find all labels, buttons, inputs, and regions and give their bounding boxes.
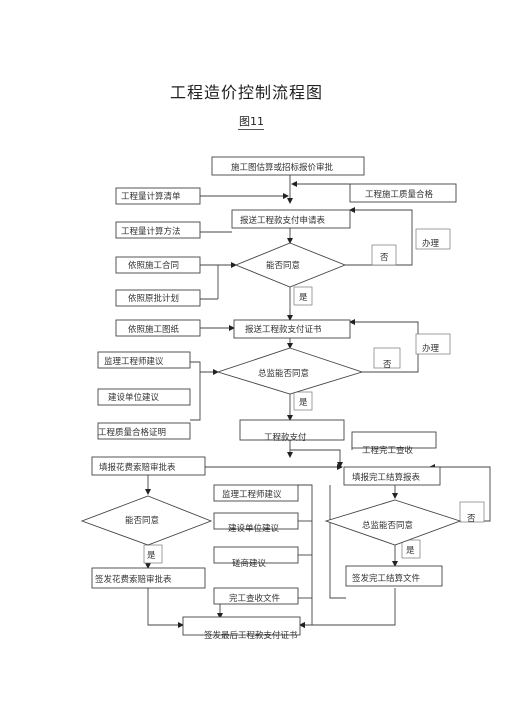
box-quality-certificate [97,422,191,440]
label-submit-payment-application: 报送工程款支付申请表 [240,215,326,226]
label-yes-4: 是 [147,551,156,561]
box-owner-advice [97,388,191,406]
box-payment [239,419,345,441]
label-fill-cost-approval: 填报花费索赔审批表 [99,462,176,473]
label-yes-2: 是 [299,398,308,408]
box-owner-advice-2 [213,512,299,530]
box-sign-cost [91,567,206,589]
box-quality-top [349,183,457,203]
label-owner-advice: 建设单位建议 [108,392,160,403]
box-fill-cost [91,456,206,476]
box-handle-2 [415,333,451,355]
label-per-drawings: 依照施工图纸 [128,324,180,335]
connector-advice-bracket [190,361,201,421]
box-handle-1 [415,228,451,250]
label-handle-2: 办理 [422,343,440,354]
box-estimate [211,156,365,176]
box-consult [213,546,299,564]
box-no-2 [373,347,401,369]
box-final-certificate [182,616,301,636]
label-per-contract: 依照施工合同 [128,260,179,271]
box-fill-settlement [343,466,441,486]
figure-number: 图11 [239,115,264,128]
box-no-1 [371,244,397,266]
label-sign-settlement-docs: 签发完工结算文件 [352,573,421,584]
label-quality-certificate: 工程质量合格证明 [98,427,166,438]
box-completion-inspection [351,431,437,449]
label-quantity-method: 工程量计算方法 [121,226,181,237]
box-plan [115,289,201,307]
box-yes-1 [293,286,313,306]
label-project-payment: 工程款支付 [264,432,307,443]
diamond-can-agree-2 [80,495,213,546]
diamond-can-agree-1 [234,242,347,288]
label-completion-inspection: 工程完工查收 [362,445,414,456]
diamond-chief-agree-1 [216,347,364,395]
label-no-1: 否 [380,253,389,263]
label-quality-qualified-top: 工程施工质量合格 [365,189,434,200]
label-sign-final-certificate: 签发最后工程款支付证书 [204,630,298,641]
box-quantity-list [115,187,201,205]
label-per-approved-plan: 依照原批计划 [128,293,179,304]
label-no-2: 否 [383,360,392,370]
box-application [231,209,351,229]
label-yes-1: 是 [299,293,308,303]
connector-sign-to-final [299,588,396,628]
label-can-agree-1: 能否同意 [266,260,300,271]
label-chief-supervisor-agree-1: 总监能否同意 [258,368,309,379]
box-supervisor-advice [97,351,191,369]
label-chief-supervisor-agree-2: 总监能否同意 [362,520,413,531]
label-fill-settlement-report: 填报完工结算报表 [352,472,421,483]
box-quantity-method [115,221,201,239]
box-no-3 [459,501,485,523]
label-yes-3: 是 [406,546,415,556]
label-quantity-list: 工程量计算清单 [121,191,181,202]
diamond-chief-agree-2 [324,499,462,546]
label-submit-payment-certificate: 报送工程款支付证书 [245,324,322,335]
connector-to-settlement [290,449,343,468]
connector-sign-cost-to-final [147,588,184,628]
box-contract [115,256,201,274]
box-yes-3 [401,539,421,559]
box-yes-2 [293,391,313,411]
box-completion-docs [213,587,299,605]
label-consult-advice: 磋商建议 [232,558,267,569]
page-title: 工程造价控制流程图 [170,83,324,102]
label-supervisor-advice: 监理工程师建议 [104,356,164,367]
figure-number-underline [238,129,264,130]
label-can-agree-2: 能否同意 [125,515,159,526]
connector-right-bracket [329,485,346,599]
box-sign-settlement [345,565,443,587]
label-handle-1: 办理 [422,238,440,249]
box-payment-certificate [233,319,351,339]
box-drawings [115,319,201,337]
label-completion-docs: 完工查收文件 [229,593,281,604]
label-no-3: 否 [467,514,476,524]
label-supervisor-advice-2: 监理工程师建议 [222,489,282,500]
box-yes-4 [143,544,163,564]
label-construction-estimate: 施工图估算或招标报价审批 [231,162,334,173]
label-owner-advice-2: 建设单位建议 [228,523,280,534]
box-supervisor-advice-2 [213,484,299,502]
label-sign-cost-approval: 签发花费索赔审批表 [95,574,172,585]
